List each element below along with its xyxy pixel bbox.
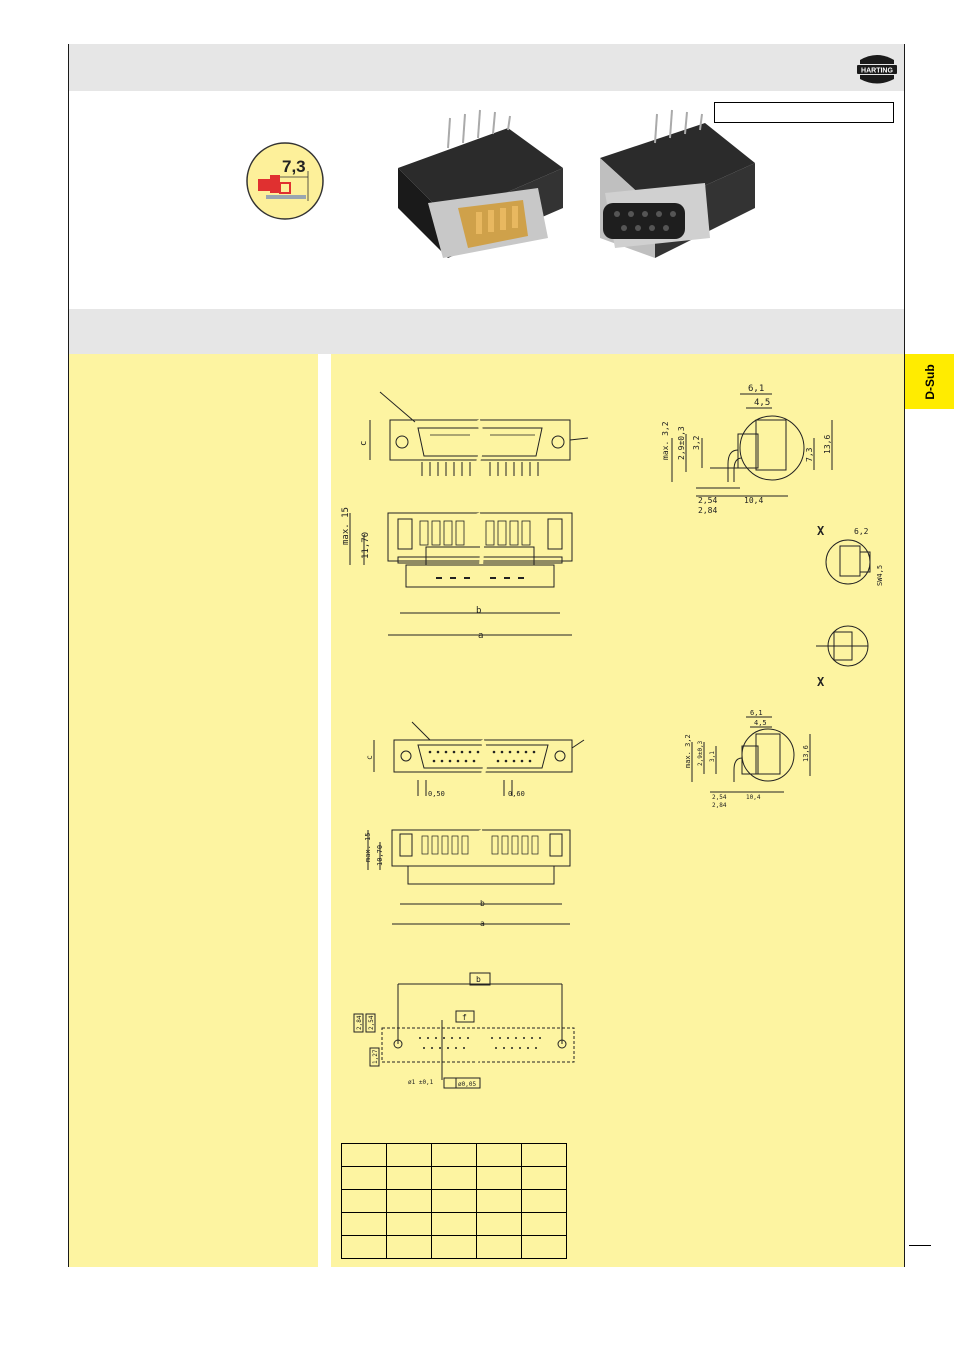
harting-logo: HARTING — [857, 55, 897, 84]
table-cell — [521, 1189, 567, 1213]
table-row — [341, 1212, 567, 1236]
table-cell — [386, 1212, 432, 1236]
detail-x-drawing: X 6,2 SW4,5 X — [816, 524, 884, 689]
table-cell — [386, 1143, 432, 1167]
mounting-height-badge: 7,3 — [246, 142, 324, 220]
dim-104-2: 10,4 — [746, 794, 761, 801]
dim-254-2: 2,54 — [712, 794, 727, 801]
dim-pitch-a: 0,50 — [428, 790, 445, 798]
pcb-dim-hole: ø1 ±0,1 — [408, 1079, 434, 1086]
table-cell — [476, 1143, 522, 1167]
table-cell — [521, 1212, 567, 1236]
pcb-dim-284: 2,84 — [356, 1015, 363, 1030]
dim-a-2: a — [480, 919, 485, 928]
dim-sw45: SW4,5 — [876, 565, 884, 586]
pcb-dim-254: 2,54 — [368, 1015, 375, 1030]
page-number-dash — [909, 1245, 931, 1246]
left-column — [69, 354, 318, 1267]
dim-b-1: b — [476, 606, 481, 616]
table-cell — [386, 1189, 432, 1213]
table-row — [341, 1235, 567, 1259]
dim-pitch-b: 0,60 — [508, 790, 525, 798]
pcb-dim-b: b — [476, 975, 481, 984]
table-cell — [431, 1166, 477, 1190]
table-cell — [431, 1143, 477, 1167]
dim-104-1: 10,4 — [744, 496, 763, 505]
table-cell — [476, 1235, 522, 1259]
dim-136-2: 13,6 — [802, 745, 810, 762]
table-cell — [521, 1143, 567, 1167]
detail-x-label-2: X — [817, 675, 825, 689]
table-cell — [431, 1235, 477, 1259]
side-tab-label: D-Sub — [922, 363, 937, 400]
dim-254-1: 2,54 — [698, 496, 717, 505]
table-row — [341, 1166, 567, 1190]
pcb-dim-tol: ø0,05 — [458, 1081, 476, 1088]
table-cell — [476, 1212, 522, 1236]
table-cell — [431, 1212, 477, 1236]
dim-max32-1: max. 3,2 — [661, 421, 670, 460]
dim-max32-2: max. 3,2 — [684, 734, 692, 768]
dim-max15-2: max. 15 — [364, 832, 372, 862]
table-cell — [341, 1189, 387, 1213]
male-connector-photo — [398, 109, 563, 258]
dim-c-1: c — [360, 441, 369, 446]
dim-b-2: b — [480, 899, 485, 908]
dim-31: 3,1 — [709, 751, 716, 762]
detail-x-label-1: X — [817, 524, 825, 538]
profile-view-drawing-1: 6,1 4,5 max. 3,2 2,9±0,3 3,2 7,3 13,6 2,… — [661, 384, 833, 515]
dim-284-2: 2,84 — [712, 802, 727, 809]
pcb-dim-127: 1,27 — [372, 1049, 379, 1064]
table-row — [341, 1143, 567, 1167]
dim-61-2: 6,1 — [750, 709, 763, 717]
dim-45-2: 4,5 — [754, 719, 767, 727]
table-row — [341, 1189, 567, 1213]
table-cell — [341, 1235, 387, 1259]
header-band — [69, 44, 904, 91]
section-band — [69, 309, 904, 354]
table-cell — [341, 1166, 387, 1190]
table-cell — [386, 1235, 432, 1259]
table-cell — [521, 1166, 567, 1190]
dim-73-1: 7,3 — [805, 447, 814, 462]
logo-text: HARTING — [861, 68, 893, 75]
dim-1070: 10,70 — [376, 845, 384, 866]
pcb-layout-drawing: b f 2,84 2,54 1,27 ø1 ±0,1 ø0,05 — [353, 972, 575, 1089]
side-view-drawing-1: max. 15 11,70 b a — [341, 507, 573, 641]
profile-view-drawing-2: 6,1 4,5 max. 3,2 2,9±0,3 3,1 13,6 2,54 2… — [684, 709, 811, 809]
dim-29-2: 2,9±0,3 — [697, 740, 704, 766]
dim-45-1: 4,5 — [754, 398, 770, 408]
table-cell — [341, 1212, 387, 1236]
dim-61-1: 6,1 — [748, 384, 764, 394]
order-number-box — [714, 102, 894, 123]
dim-max15-1: max. 15 — [341, 507, 351, 545]
dim-284-1: 2,84 — [698, 506, 717, 515]
dim-136-1: 13,6 — [823, 435, 832, 454]
dim-29-1: 2,9±0,3 — [677, 426, 686, 460]
table-cell — [341, 1143, 387, 1167]
table-cell — [386, 1166, 432, 1190]
front-view-drawing-2: c 0,50 0,60 — [366, 721, 585, 798]
side-view-drawing-2: max. 15 10,70 b a — [364, 829, 571, 928]
badge-value: 7,3 — [282, 157, 306, 176]
dim-1170: 11,70 — [361, 532, 371, 559]
drawing-panel — [331, 354, 904, 1267]
table-cell — [521, 1235, 567, 1259]
table-cell — [476, 1189, 522, 1213]
table-cell — [476, 1166, 522, 1190]
front-view-drawing-1: c — [360, 391, 589, 476]
pcb-dim-f: f — [462, 1013, 467, 1022]
dim-a-1: a — [478, 631, 483, 641]
dim-62: 6,2 — [854, 527, 869, 536]
dim-c-2: c — [366, 755, 374, 760]
table-cell — [431, 1189, 477, 1213]
dimension-table — [341, 1143, 567, 1259]
female-connector-photo — [600, 109, 755, 258]
side-tab[interactable]: D-Sub — [905, 354, 954, 409]
page-frame — [68, 44, 905, 1267]
dim-32-1: 3,2 — [692, 435, 701, 450]
